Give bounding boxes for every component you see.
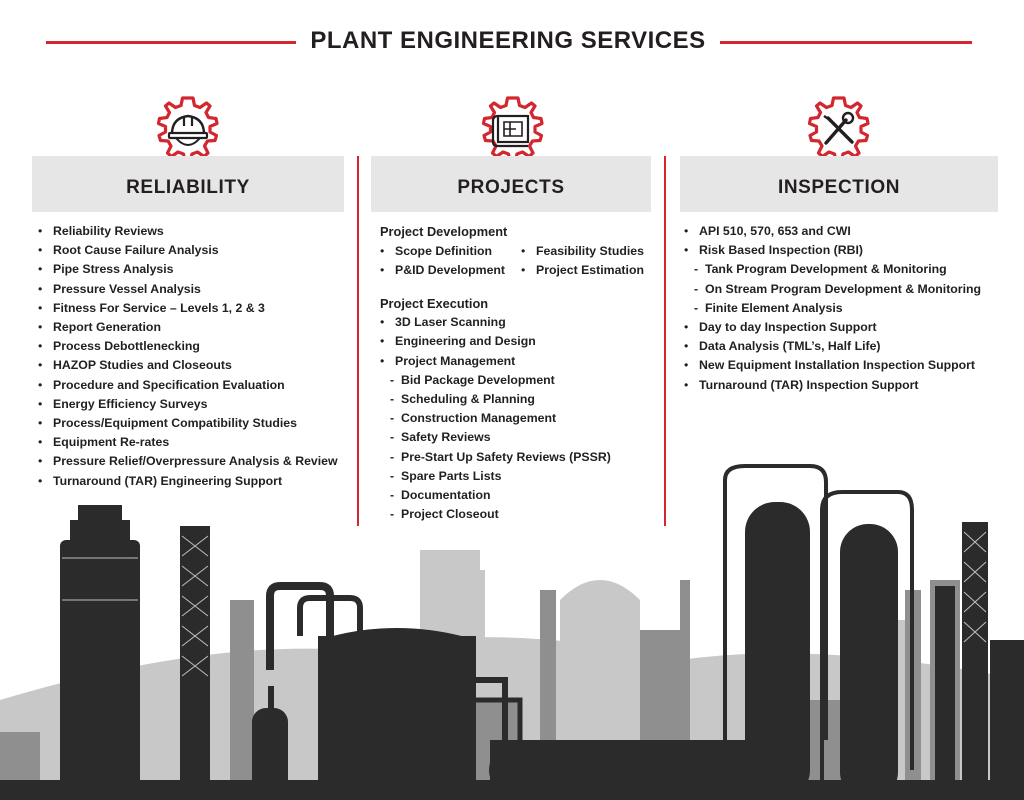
tools-gear-icon: [801, 92, 877, 168]
list-subitem: Project Closeout: [380, 505, 611, 524]
list-item: Turnaround (TAR) Engineering Support: [38, 472, 338, 491]
list-item: New Equipment Installation Inspection Su…: [684, 356, 981, 375]
list-subitem: Tank Program Development & Monitoring: [684, 260, 981, 279]
hardhat-gear-icon: [150, 92, 226, 168]
list-item: Reliability Reviews: [38, 222, 338, 241]
inspection-heading: INSPECTION: [777, 177, 901, 198]
page-title: PLANT ENGINEERING SERVICES: [310, 27, 706, 54]
list-subitem: Pre-Start Up Safety Reviews (PSSR): [380, 448, 611, 467]
inspection-list: API 510, 570, 653 and CWI Risk Based Ins…: [684, 222, 981, 395]
list-subitem: Safety Reviews: [380, 428, 611, 447]
list-item: Risk Based Inspection (RBI): [684, 241, 981, 260]
list-item: Pressure Vessel Analysis: [38, 280, 338, 299]
list-item: Data Analysis (TML’s, Half Life): [684, 337, 981, 356]
list-subitem: Bid Package Development: [380, 371, 611, 390]
list-item: Project Management: [380, 352, 611, 371]
list-item: Process/Equipment Compatibility Studies: [38, 414, 338, 433]
list-subitem: Finite Element Analysis: [684, 299, 981, 318]
list-item: Pressure Relief/Overpressure Analysis & …: [38, 452, 338, 471]
project-execution-heading: Project Execution: [380, 296, 489, 311]
projects-heading: PROJECTS: [457, 177, 565, 198]
list-item: Procedure and Specification Evaluation: [38, 376, 338, 395]
list-item: 3D Laser Scanning: [380, 313, 611, 332]
foreground-structures: [0, 464, 1024, 800]
list-item: Energy Efficiency Surveys: [38, 395, 338, 414]
project-development-section: Project Development: [380, 222, 507, 241]
list-item: API 510, 570, 653 and CWI: [684, 222, 981, 241]
list-item: Process Debottlenecking: [38, 337, 338, 356]
page-header: PLANT ENGINEERING SERVICES: [0, 24, 1024, 60]
project-development-list-1: Scope Definition P&ID Development: [380, 242, 505, 280]
list-subitem: Construction Management: [380, 409, 611, 428]
list-item: Report Generation: [38, 318, 338, 337]
list-item: HAZOP Studies and Closeouts: [38, 356, 338, 375]
reliability-list: Reliability Reviews Root Cause Failure A…: [38, 222, 338, 491]
reliability-banner: RELIABILITY: [32, 156, 344, 212]
list-item: Root Cause Failure Analysis: [38, 241, 338, 260]
project-development-heading: Project Development: [380, 224, 508, 239]
list-item: Pipe Stress Analysis: [38, 260, 338, 279]
reliability-heading: RELIABILITY: [126, 177, 250, 198]
list-subitem: Scheduling & Planning: [380, 390, 611, 409]
list-item: Day to day Inspection Support: [684, 318, 981, 337]
list-item: Engineering and Design: [380, 332, 611, 351]
tower-bracing: [62, 531, 987, 677]
list-item: Scope Definition: [380, 242, 505, 261]
refinery-skyline-illustration: [0, 464, 1024, 800]
header-rule-right: [720, 41, 972, 44]
list-item: Turnaround (TAR) Inspection Support: [684, 376, 981, 395]
list-item: Equipment Re-rates: [38, 433, 338, 452]
list-subitem: Spare Parts Lists: [380, 467, 611, 486]
project-development-list-2: Feasibility Studies Project Estimation: [521, 242, 644, 280]
projects-banner: PROJECTS: [371, 156, 651, 212]
column-divider-right: [664, 156, 666, 526]
column-divider-left: [357, 156, 359, 526]
inspection-banner: INSPECTION: [680, 156, 998, 212]
project-execution-list: Project Execution 3D Laser Scanning Engi…: [380, 294, 611, 524]
list-item: Project Estimation: [521, 261, 644, 280]
list-item: P&ID Development: [380, 261, 505, 280]
blueprint-gear-icon: [475, 92, 551, 168]
list-item: Fitness For Service – Levels 1, 2 & 3: [38, 299, 338, 318]
list-item: Feasibility Studies: [521, 242, 644, 261]
header-rule-left: [46, 41, 296, 44]
list-subitem: On Stream Program Development & Monitori…: [684, 280, 981, 299]
list-subitem: Documentation: [380, 486, 611, 505]
